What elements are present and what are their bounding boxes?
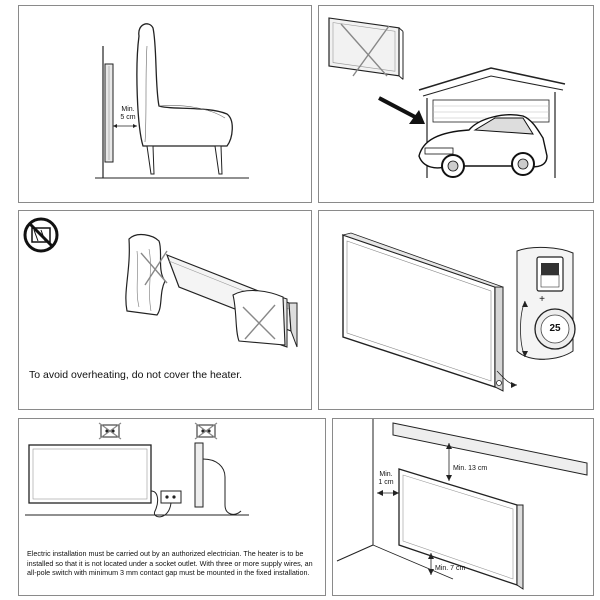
installation-instructions: Electric installation must be carried ou… [27,549,313,577]
clearance-label-line1: Min. [121,106,135,113]
side-clearance-label: Min. 1 cm [375,471,397,487]
top-clearance-label: Min. 13 cm [453,465,488,472]
plus-sign: + [539,294,545,305]
cross-icon [340,23,388,77]
panel-do-not-cover: To avoid overheating, do not cover the h… [18,210,312,410]
clearance-label-line2: 5 cm [120,114,136,121]
installation-wiring-illustration [25,422,249,518]
panel-chair-clearance: Min. 5 cm [18,5,312,203]
clearance-label: Min. 5 cm [117,106,139,122]
heater-controls-illustration [341,232,576,392]
chair-heater-illustration [95,23,249,179]
side-clearance-line1: Min. [379,471,393,478]
thermostat-value: 25 [549,323,561,334]
no-cover-prohibition-icon [23,217,59,253]
panel-wall-clearances: Min. 13 cm Min. 1 cm Min. 7 cm [332,418,594,596]
panel-controls: 25 + – [318,210,594,410]
cover-warning-illustration [23,217,298,348]
cover-warning-caption: To avoid overheating, do not cover the h… [29,369,243,381]
bottom-clearance-label: Min. 7 cm [435,565,466,572]
panel-no-garage [318,5,594,203]
garage-car-illustration [328,17,566,178]
panel-installation: Electric installation must be carried ou… [18,418,326,596]
socket-icon [160,490,182,504]
wall-clearance-illustration [336,419,588,590]
side-clearance-line2: 1 cm [378,479,394,486]
minus-sign: – [539,354,545,365]
